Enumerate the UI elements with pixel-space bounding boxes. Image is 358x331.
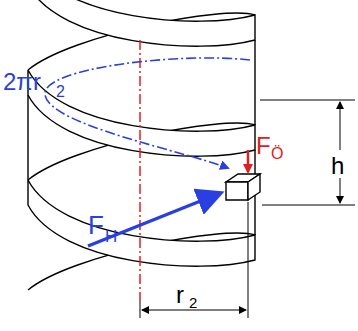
force-label: F (256, 134, 271, 158)
dimension-label: r (176, 283, 184, 307)
force-arrow (88, 194, 218, 246)
subscript: H (105, 228, 117, 245)
subscript: 2 (189, 295, 197, 310)
subscript: 2 (56, 84, 65, 100)
helix-bands (28, 0, 255, 290)
dimension-label: h (331, 154, 344, 178)
dimension-lines (140, 100, 355, 318)
sliding-block (226, 174, 260, 200)
force-arrow (247, 150, 250, 172)
circumference-label: 2πr (3, 70, 41, 94)
axis-line (139, 40, 141, 300)
force-label: F (88, 212, 104, 238)
subscript: Ö (271, 146, 283, 162)
circumference-path (45, 58, 250, 168)
